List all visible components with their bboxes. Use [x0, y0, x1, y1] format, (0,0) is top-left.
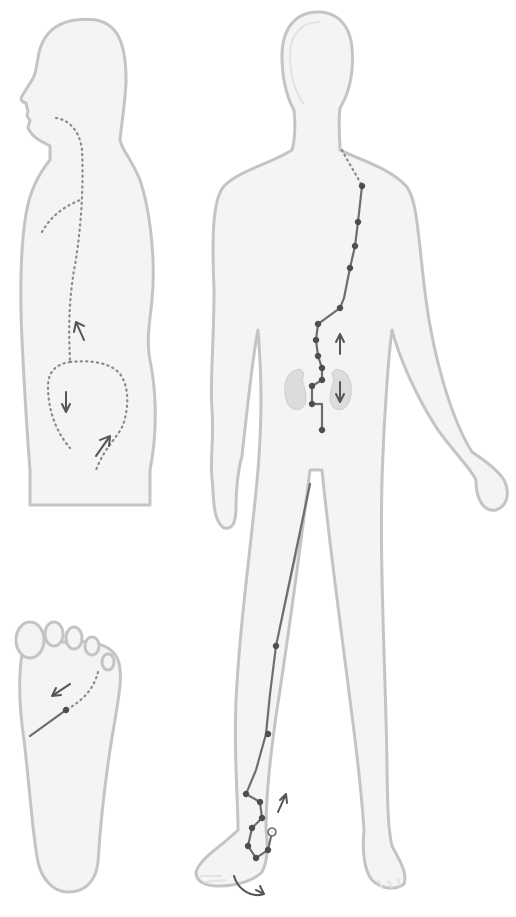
acupoint	[273, 643, 279, 649]
acupoint	[309, 383, 315, 389]
acupoint	[259, 815, 265, 821]
acupoint	[243, 791, 249, 797]
foot-sole-silhouette	[20, 637, 121, 892]
acupoint	[253, 855, 259, 861]
side-torso-silhouette	[21, 19, 155, 505]
acupoint	[257, 799, 263, 805]
toe-third	[66, 627, 82, 649]
acupoint	[359, 183, 365, 189]
acupoint	[245, 843, 251, 849]
toe-fourth	[85, 637, 99, 655]
acupoint	[313, 337, 319, 343]
front-body-silhouette	[196, 12, 507, 888]
acupoint	[265, 847, 271, 853]
acupoint	[63, 707, 69, 713]
acupoint-open	[268, 828, 276, 836]
acupoint	[315, 321, 321, 327]
acupoint	[319, 427, 325, 433]
toe-second	[45, 622, 63, 646]
acupoint	[337, 305, 343, 311]
side-torso-view	[21, 19, 155, 505]
toe-big	[16, 622, 44, 658]
acupoint	[309, 401, 315, 407]
front-body-view	[196, 12, 507, 895]
arrow-up-icon	[278, 794, 287, 812]
acupoint	[355, 219, 361, 225]
acupoint	[265, 731, 271, 737]
acupoint	[319, 365, 325, 371]
acupoint	[249, 825, 255, 831]
acupoint	[319, 377, 325, 383]
acupoint	[347, 265, 353, 271]
acupoint	[315, 353, 321, 359]
toe-little	[102, 654, 114, 670]
foot-sole-view	[16, 622, 120, 892]
acupoint	[352, 243, 358, 249]
